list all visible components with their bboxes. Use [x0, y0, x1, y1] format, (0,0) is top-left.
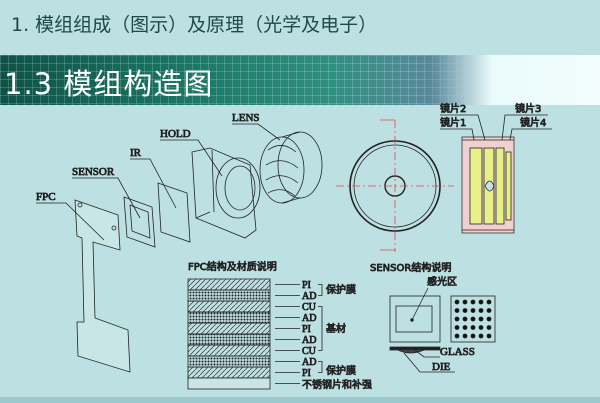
solder-ball — [454, 308, 460, 313]
section-header: 1. 模组组成（图示）及原理（光学及电子） — [0, 0, 600, 54]
solder-ball — [462, 325, 468, 330]
group-label: 基材 — [326, 322, 346, 335]
sensor-ball-grid — [450, 295, 496, 343]
solder-ball — [462, 316, 468, 322]
solder-ball — [470, 299, 476, 305]
fpc-layer-stack — [187, 278, 271, 390]
solder-ball — [478, 299, 484, 305]
layer-label: CU — [302, 302, 317, 313]
fpc-layer — [187, 289, 271, 302]
fpc-layer — [187, 333, 271, 346]
lens1-label: 镜片1 — [440, 116, 466, 129]
lens2-label: 镜片2 — [440, 102, 466, 115]
solder-ball — [470, 316, 476, 322]
solder-ball — [486, 308, 492, 313]
solder-ball — [470, 333, 476, 339]
solder-ball — [478, 325, 484, 330]
sensor-structure-title: SENSOR结构说明 — [370, 261, 451, 274]
fpc-layer — [187, 300, 271, 313]
fpc-layer — [187, 355, 271, 368]
solder-ball — [462, 308, 468, 313]
fpc-part — [74, 199, 131, 373]
fpc-layer — [187, 311, 271, 324]
sensor-label: SENSOR — [72, 166, 115, 178]
lens-element-1 — [469, 147, 483, 225]
holder-part — [191, 147, 261, 239]
layer-label: AD — [302, 313, 316, 324]
fpc-structure-title: FPC结构及材质说明 — [188, 260, 277, 273]
layer-label: PI — [302, 324, 311, 335]
solder-ball — [454, 333, 460, 339]
centerlines — [336, 120, 454, 252]
solder-ball — [486, 299, 492, 305]
banner-grid-pattern — [0, 55, 600, 105]
layer-label: AD — [302, 357, 316, 368]
lens-cross-section — [461, 136, 515, 234]
slide-title: 1.3 模组构造图 — [4, 67, 214, 101]
solder-ball — [478, 308, 484, 313]
solder-ball — [470, 325, 476, 330]
glass-label: GLASS — [440, 346, 475, 358]
layer-label: AD — [302, 291, 316, 302]
sensor-side-view — [389, 346, 441, 351]
exploded-view: FPC SENSOR IR HOLD LENS — [36, 112, 323, 373]
group-label: 保护膜 — [326, 364, 356, 377]
layer-label: 不锈钢片和补强 — [302, 378, 372, 391]
lens-label: LENS — [232, 112, 260, 124]
solder-ball — [454, 316, 460, 322]
solder-ball — [478, 333, 484, 339]
lens-element-4 — [505, 151, 512, 221]
solder-ball — [454, 325, 460, 330]
solder-ball — [454, 299, 460, 305]
fpc-layer — [187, 344, 271, 357]
solder-ball — [478, 316, 484, 322]
title-banner: 1.3 模组构造图 — [0, 55, 600, 105]
section-title: 1. 模组组成（图示）及原理（光学及电子） — [11, 14, 378, 36]
group-label: 保护膜 — [326, 283, 356, 296]
lens3-label: 镜片3 — [515, 102, 541, 115]
fpc-layer — [187, 322, 271, 335]
lens4-label: 镜片4 — [520, 116, 546, 129]
die-label: DIE — [432, 361, 451, 373]
solder-ball — [486, 325, 492, 330]
solder-ball — [462, 299, 468, 305]
hold-label: HOLD — [160, 128, 191, 140]
fpc-layer — [187, 278, 271, 291]
ir-filter-part — [157, 182, 191, 243]
fpc-layer — [187, 377, 271, 390]
layer-label: PI — [302, 368, 311, 379]
lens-element-3 — [495, 147, 505, 225]
solder-ball — [486, 316, 492, 322]
footer-strip — [0, 397, 600, 403]
fpc-layer — [187, 366, 271, 379]
photosensitive-area-label: 感光区 — [427, 275, 457, 288]
fpc-label: FPC — [36, 191, 56, 203]
solder-ball — [462, 333, 468, 339]
sensor-part — [123, 196, 156, 248]
solder-ball — [486, 333, 492, 339]
lens-front-view — [336, 119, 454, 252]
lens-part — [259, 131, 323, 204]
layer-label: PI — [302, 280, 311, 291]
sensor-top-view — [389, 295, 441, 343]
layer-label: CU — [302, 346, 317, 357]
fpc-layer-labels: PI AD CU AD PI AD CU AD PI 不锈钢片和补强 保护膜 基… — [275, 280, 372, 391]
layer-label: AD — [302, 335, 316, 346]
ir-label: IR — [130, 147, 142, 159]
solder-ball — [470, 308, 476, 313]
